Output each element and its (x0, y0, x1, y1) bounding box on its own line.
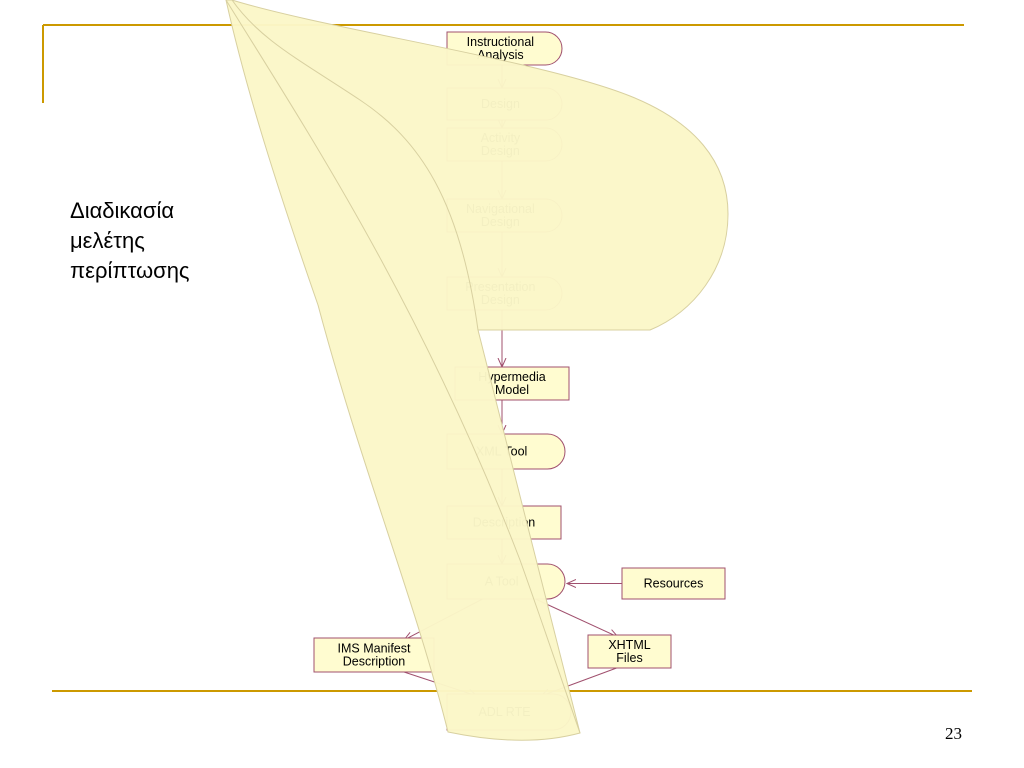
flag-shape (225, 0, 729, 741)
node-shape-resources (621, 567, 726, 600)
heading-line-2: μελέτης (70, 228, 145, 253)
flag-inner-fold-2 (231, 0, 479, 331)
flag-inner-fold (225, 0, 581, 734)
node-label-hypermedia-model-2: Model (495, 383, 529, 397)
node-label-ims-manifest-description-2: Description (343, 655, 406, 669)
node-label-hypermedia-model-1: Hypermedia (478, 370, 545, 384)
node-label-xhtml-files-2: Files (616, 651, 642, 665)
edge-a-tool-to-xhtml-files (535, 598, 618, 637)
slide-heading: Διαδικασία μελέτης περίπτωσης (70, 196, 290, 286)
heading-line-3: περίπτωσης (70, 258, 190, 283)
page-number: 23 (945, 724, 962, 743)
heading-line-1: Διαδικασία (70, 198, 175, 223)
node-label-instructional-analysis-1: Instructional (467, 35, 534, 49)
node-shape-xhtml-files (587, 634, 672, 669)
node-label-ims-manifest-description-1: IMS Manifest (338, 642, 411, 656)
node-resources: Resources (621, 567, 726, 600)
node-label-resources-1: Resources (644, 577, 704, 591)
flag-callout-shape (225, 0, 729, 741)
node-label-xhtml-files-1: XHTML (608, 638, 650, 652)
node-shape-ims-manifest-description (313, 637, 435, 673)
